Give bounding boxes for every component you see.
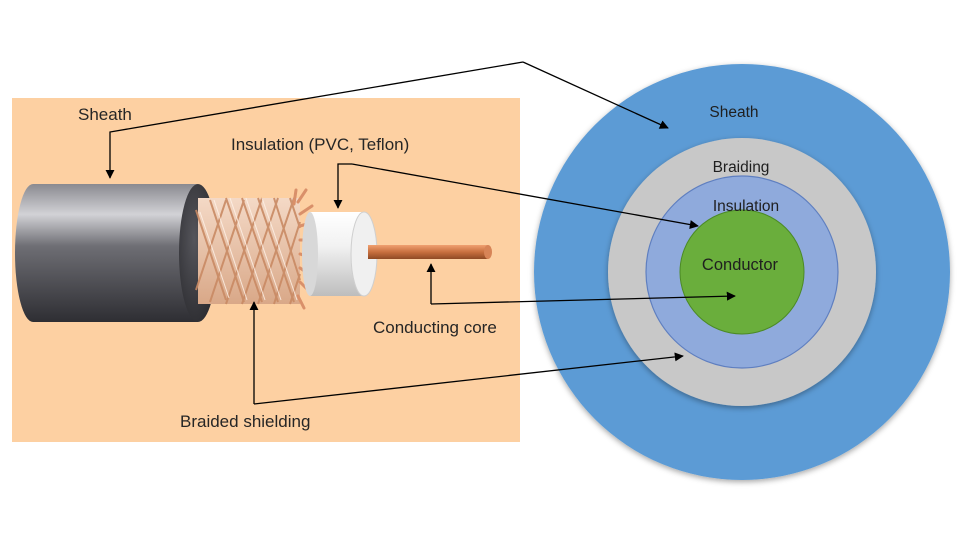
label-conducting-core: Conducting core <box>373 318 497 337</box>
arrow-braiding-to-ring <box>253 352 684 405</box>
braided-shielding-illustration <box>195 188 316 310</box>
xsec-label-conductor: Conductor <box>702 256 779 274</box>
cross-section-conductor-disc <box>679 209 805 335</box>
arrow-insulation-to-cable <box>333 163 352 209</box>
label-braided-shielding: Braided shielding <box>180 412 310 431</box>
xsec-label-sheath: Sheath <box>709 104 758 121</box>
arrow-sheath-to-cable <box>105 61 524 179</box>
copper-conductor-illustration <box>368 245 488 259</box>
label-insulation: Insulation (PVC, Teflon) <box>231 135 409 154</box>
copper-conductor-tip <box>484 245 492 259</box>
xsec-label-insulation: Insulation <box>713 198 779 215</box>
label-sheath: Sheath <box>78 105 132 124</box>
connector-arrows <box>105 61 736 405</box>
arrow-sheath-to-ring <box>522 61 669 129</box>
arrow-insulation-to-ring <box>351 163 699 230</box>
xsec-label-braiding: Braiding <box>713 159 770 176</box>
coax-cable-illustration <box>15 184 492 322</box>
arrow-conductor-to-ring <box>430 291 736 305</box>
insulation-illustration <box>310 212 364 296</box>
cable-sheath-body <box>15 184 198 322</box>
